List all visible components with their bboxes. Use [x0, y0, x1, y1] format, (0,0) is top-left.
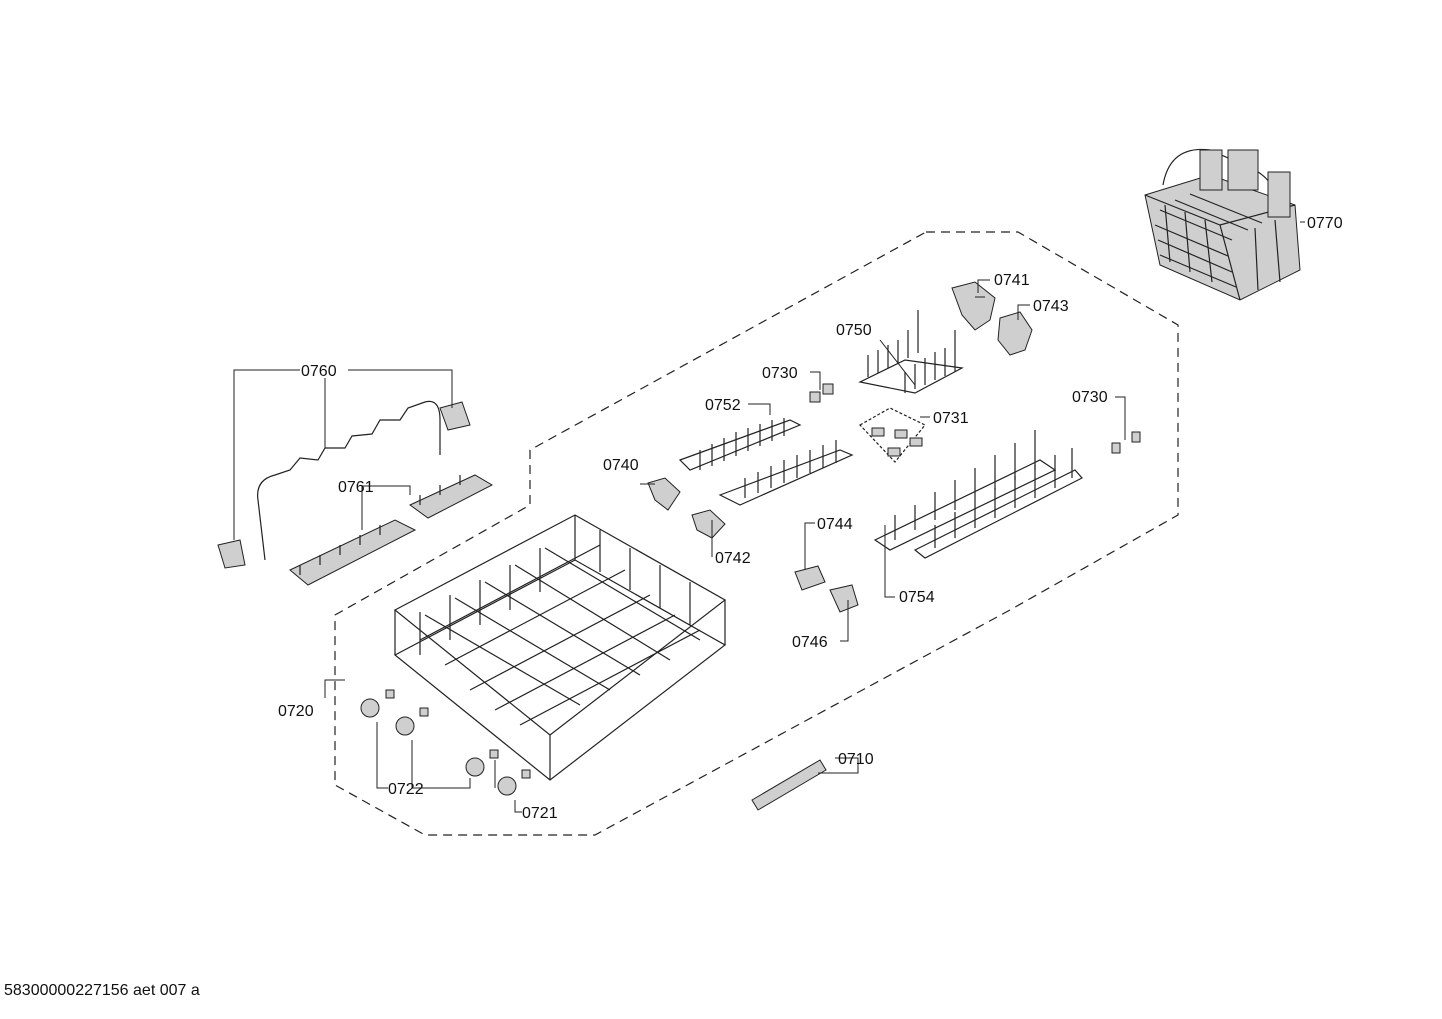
- wire-spring-illustration: [217, 400, 471, 569]
- drawing-code: 58300000227156 aet 007 a: [4, 982, 200, 999]
- label-0752: 0752: [705, 397, 741, 414]
- small-clips: [647, 383, 1141, 613]
- label-0754: 0754: [899, 589, 935, 606]
- label-0741: 0741: [994, 272, 1030, 289]
- label-0746: 0746: [792, 634, 828, 651]
- label-0770: 0770: [1307, 215, 1343, 232]
- label-0730-upper: 0730: [762, 365, 798, 382]
- label-0721: 0721: [522, 805, 558, 822]
- label-0722: 0722: [388, 781, 424, 798]
- wheels-illustration: [360, 689, 531, 796]
- label-0731: 0731: [933, 410, 969, 427]
- assembly-boundary: [334, 231, 1179, 836]
- label-0740: 0740: [603, 457, 639, 474]
- label-0743: 0743: [1033, 298, 1069, 315]
- cutlery-basket-illustration: [1144, 148, 1301, 301]
- label-0744: 0744: [817, 516, 853, 533]
- label-0760: 0760: [301, 363, 337, 380]
- label-0720: 0720: [278, 703, 314, 720]
- mount-bracket-illustration: [951, 281, 1033, 356]
- lower-basket-illustration: [393, 514, 727, 781]
- label-0761: 0761: [338, 479, 374, 496]
- label-0730-right: 0730: [1072, 389, 1108, 406]
- tine-rack-rear: [858, 310, 964, 394]
- cup-shelf-illustration: [289, 474, 494, 586]
- label-0750: 0750: [836, 322, 872, 339]
- tine-rack-front: [873, 430, 1083, 559]
- strip-illustration: [751, 759, 827, 811]
- label-0710: 0710: [838, 751, 874, 768]
- label-0742: 0742: [715, 550, 751, 567]
- tine-rack-middle: [678, 418, 854, 506]
